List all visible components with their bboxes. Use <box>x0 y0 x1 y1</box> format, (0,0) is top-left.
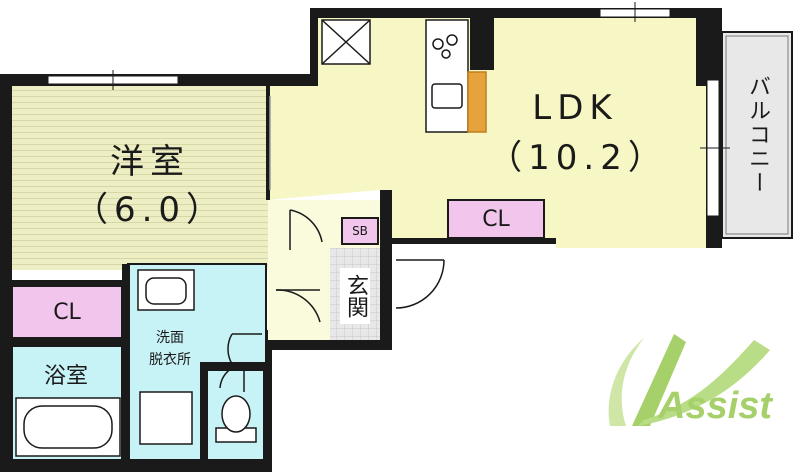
shoe-box-label: SB <box>352 224 368 238</box>
closet-western <box>11 285 123 339</box>
genkan-label: 玄関 <box>340 268 370 324</box>
partitions <box>12 86 270 460</box>
toilet <box>215 395 257 443</box>
closet-western-label: CL <box>53 299 81 325</box>
bathtub <box>15 397 121 457</box>
doors <box>219 96 445 392</box>
kitchen-counter <box>425 19 487 133</box>
washbasin <box>137 269 195 311</box>
western-room-size: （6.0） <box>73 189 227 230</box>
bath-label: 浴室 <box>43 364 88 389</box>
duct-box <box>321 19 371 65</box>
windows <box>47 2 730 217</box>
washroom-label-line1: 洗面 <box>156 330 184 346</box>
ldk-name: LDK <box>532 88 618 128</box>
ldk-size: （10.2） <box>488 137 668 178</box>
western-room-floor <box>12 86 268 270</box>
closet-ldk <box>447 199 545 239</box>
balcony-floor <box>721 31 793 239</box>
ldk-floor <box>268 18 706 248</box>
logo-text: Assist <box>657 385 773 427</box>
western-room-name: 洋室 <box>110 141 190 182</box>
assist-logo: Assist <box>608 334 773 427</box>
washroom-label-line2: 脱衣所 <box>149 352 191 368</box>
shoe-box <box>341 217 379 245</box>
closet-ldk-label: CL <box>482 206 510 232</box>
washing-machine-space <box>139 391 193 445</box>
balcony-label: バルコニー <box>745 75 770 195</box>
